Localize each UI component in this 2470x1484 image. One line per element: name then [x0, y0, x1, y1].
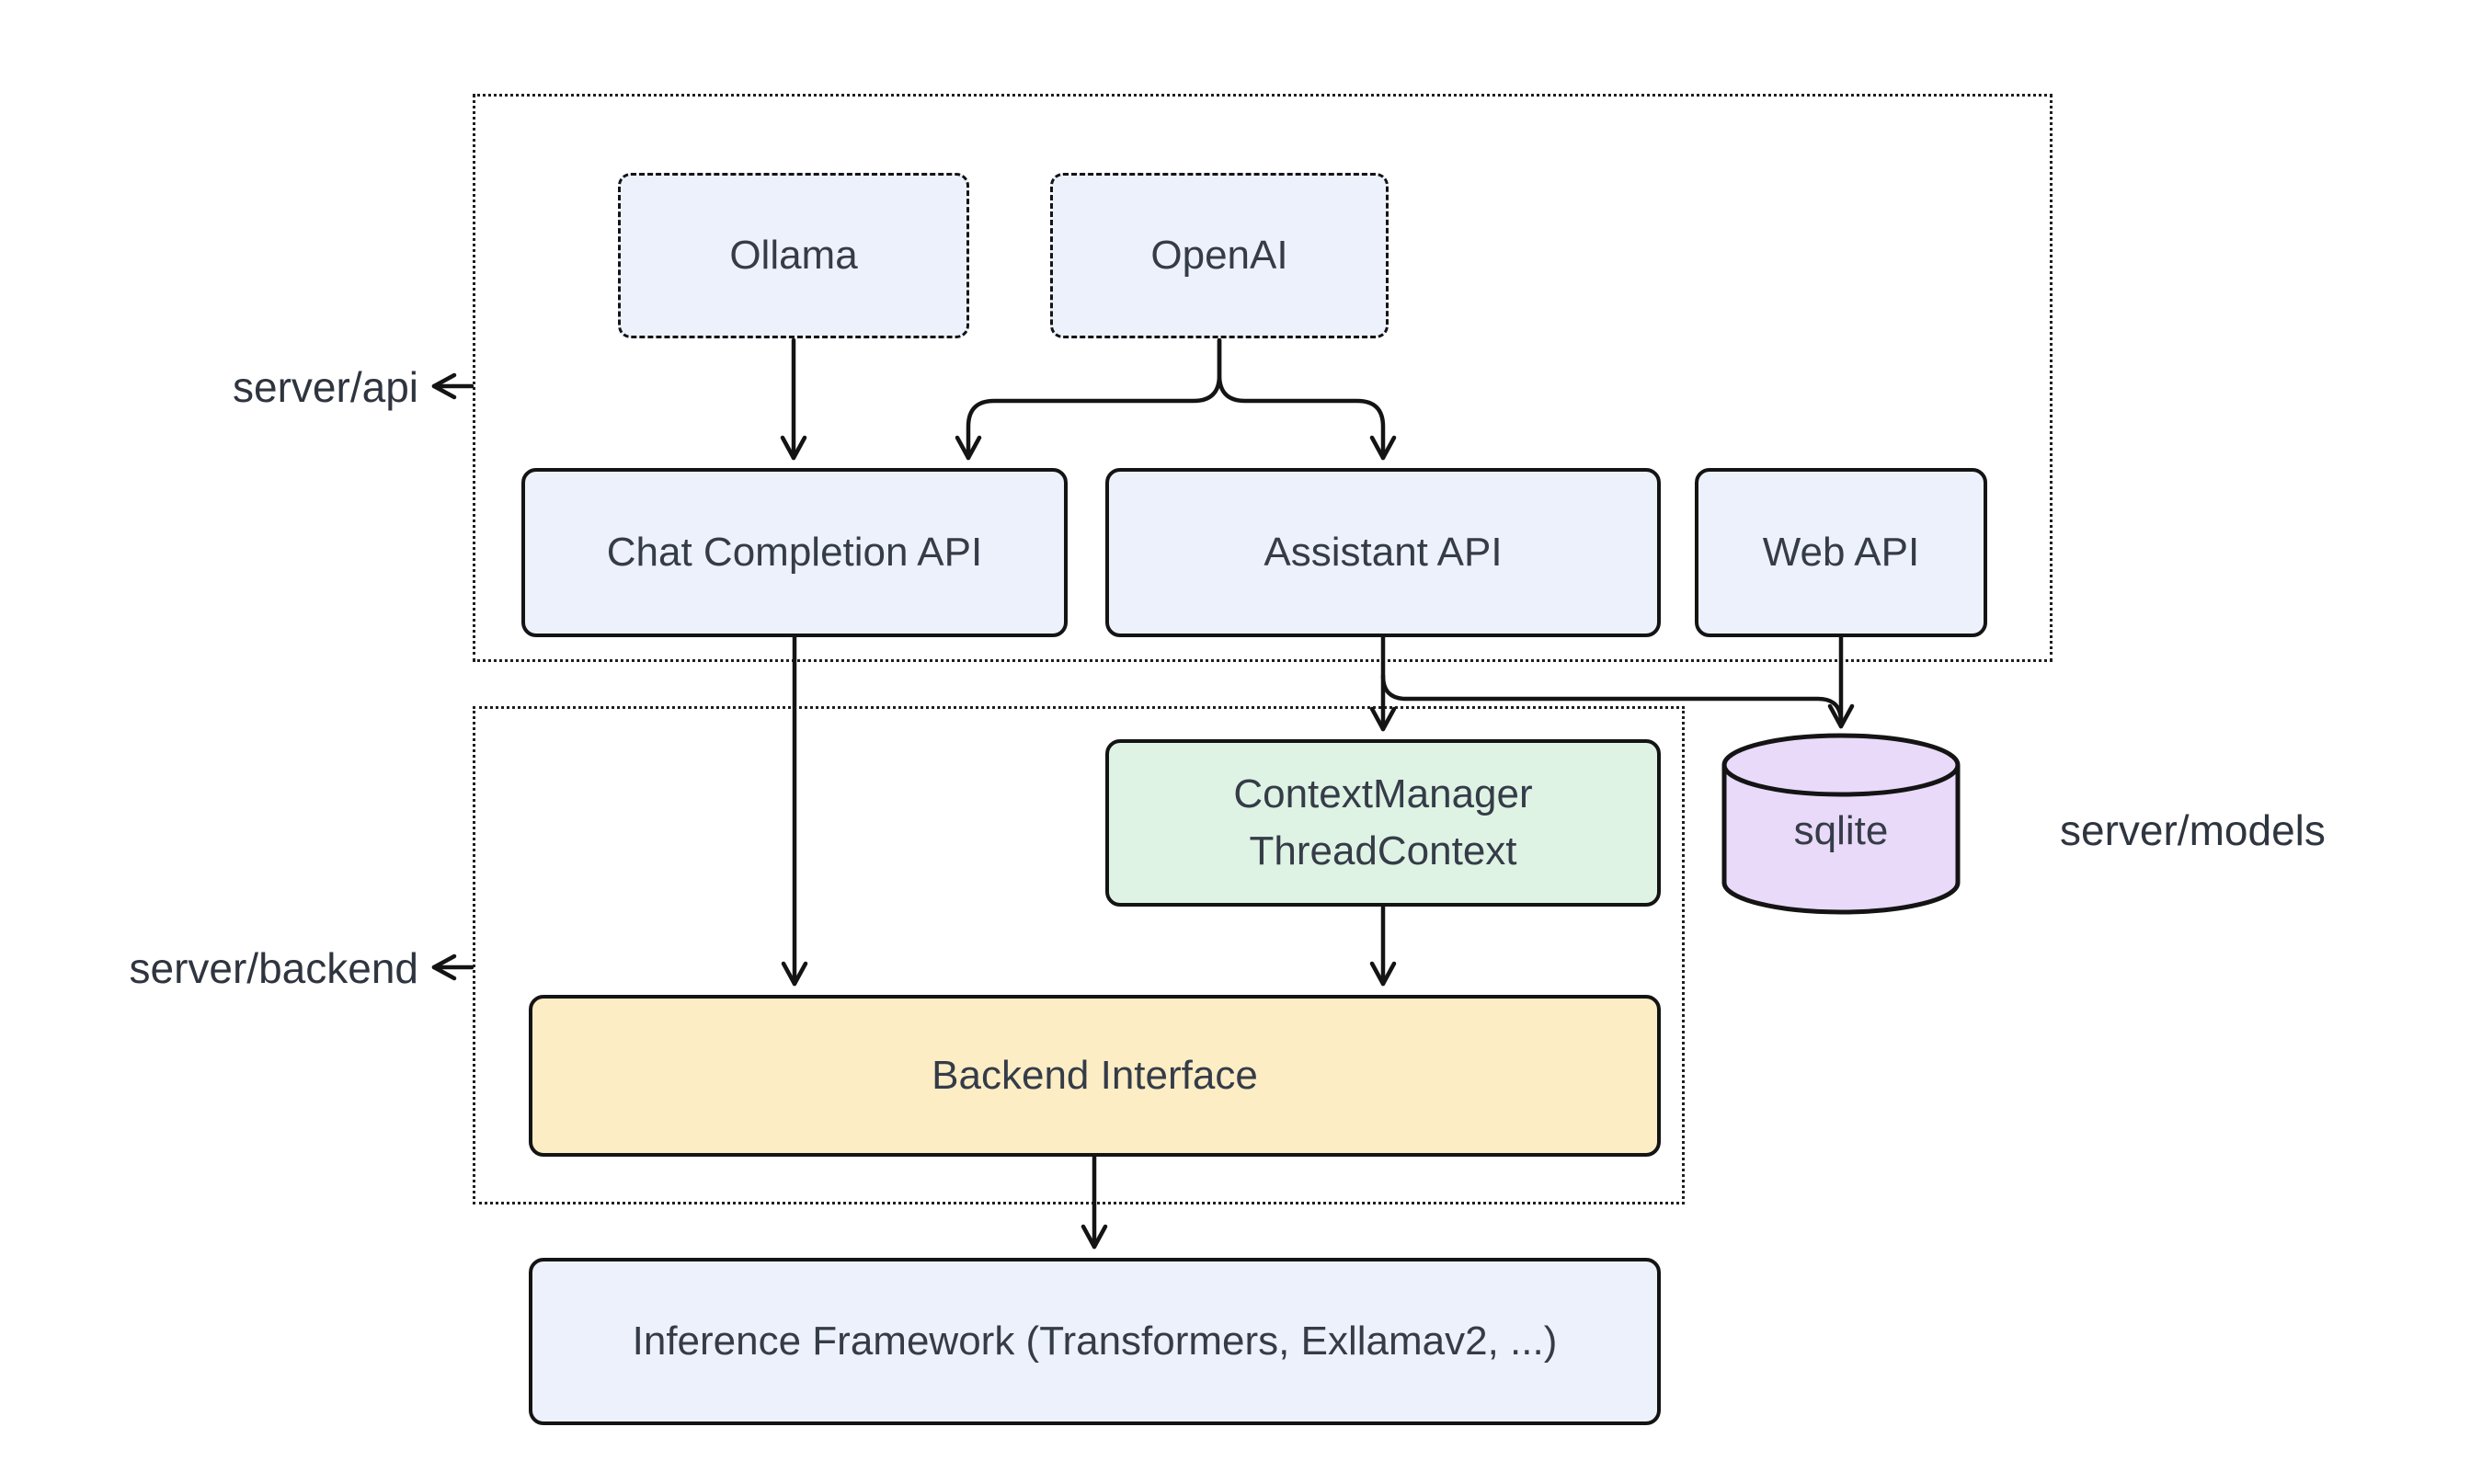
label-server-backend: server/backend: [129, 944, 419, 992]
node-assistant-api: Assistant API: [1105, 468, 1661, 637]
node-web-api-label: Web API: [1762, 529, 1920, 575]
node-backend-interface: Backend Interface: [529, 995, 1661, 1157]
node-inference-framework-label: Inference Framework (Transformers, Exlla…: [632, 1318, 1558, 1364]
node-chat-completion-api: Chat Completion API: [521, 468, 1068, 637]
node-web-api: Web API: [1695, 468, 1987, 637]
label-server-api: server/api: [233, 363, 418, 411]
node-sqlite-label: sqlite: [1793, 808, 1889, 853]
sqlite-cylinder: [1721, 733, 1961, 915]
edge-openai-chat-api: [955, 337, 1222, 461]
container-server-api: [473, 94, 2053, 662]
node-openai-label: OpenAI: [1150, 232, 1288, 278]
node-ollama: Ollama: [618, 173, 969, 338]
node-context-manager-line1: ContextManager: [1233, 771, 1533, 816]
node-context-manager-line2: ThreadContext: [1249, 828, 1517, 873]
node-openai: OpenAI: [1050, 173, 1389, 338]
edge-assistant-api-sqlite-branch: [1380, 673, 1844, 725]
node-context-manager: ContextManager ThreadContext: [1105, 739, 1661, 907]
node-ollama-label: Ollama: [729, 232, 858, 278]
label-server-models: server/models: [2060, 806, 2326, 854]
node-chat-completion-api-label: Chat Completion API: [606, 529, 983, 575]
node-backend-interface-label: Backend Interface: [932, 1052, 1258, 1098]
node-assistant-api-label: Assistant API: [1264, 529, 1503, 575]
edge-openai-assistant-api: [1217, 337, 1397, 461]
node-inference-framework: Inference Framework (Transformers, Exlla…: [529, 1258, 1661, 1425]
container-server-backend: [473, 706, 1685, 1204]
